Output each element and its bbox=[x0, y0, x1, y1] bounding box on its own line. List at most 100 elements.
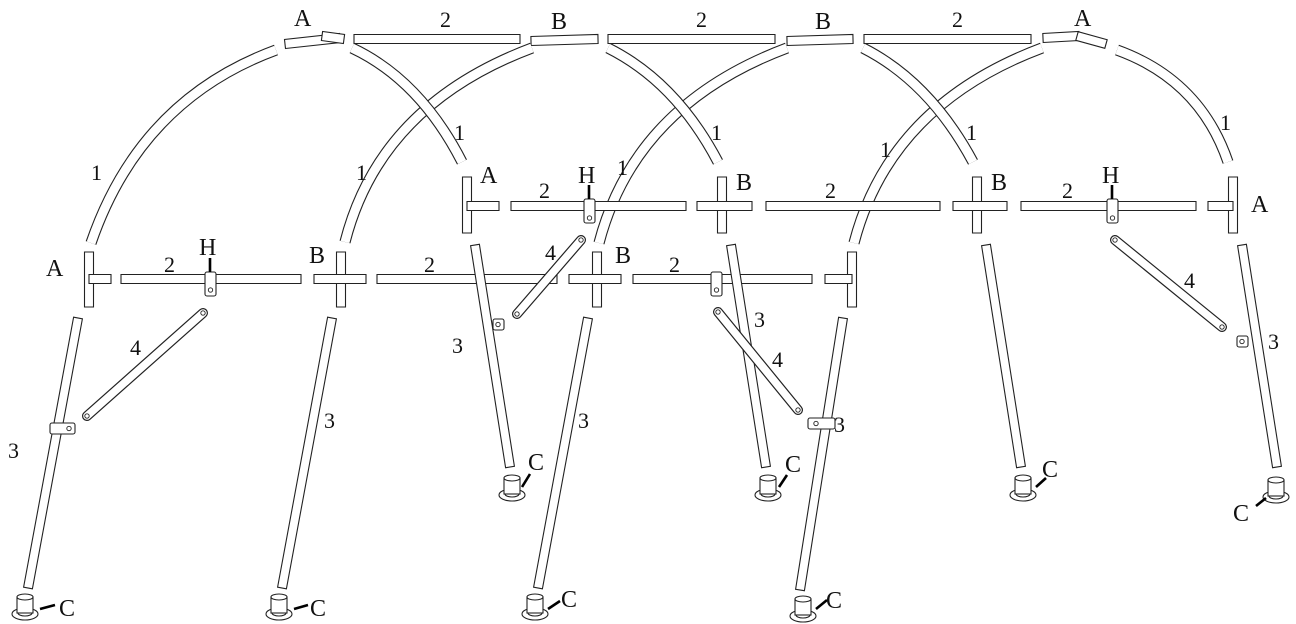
arch-tube-1-rear bbox=[605, 42, 723, 165]
ridge-connector-b bbox=[530, 33, 599, 47]
label-1: 1 bbox=[711, 120, 722, 145]
ground-plate-c bbox=[521, 593, 549, 621]
front-connector-a-arm bbox=[88, 273, 112, 285]
rear-leg-tube-3 bbox=[1236, 243, 1283, 469]
arch-tube-1 bbox=[593, 42, 789, 245]
label-3: 3 bbox=[452, 333, 463, 358]
clamp bbox=[710, 271, 723, 297]
label-3: 3 bbox=[754, 307, 765, 332]
leader-c bbox=[39, 603, 56, 611]
label-b: B bbox=[309, 243, 325, 269]
rear-eave-tube-2 bbox=[510, 200, 687, 212]
label-c: C bbox=[59, 596, 75, 622]
front-connector-b-arm bbox=[313, 273, 367, 285]
label-a: A bbox=[294, 6, 312, 32]
frame-parts bbox=[11, 30, 1290, 623]
label-2: 2 bbox=[1062, 178, 1073, 203]
label-b: B bbox=[815, 9, 831, 35]
label-c: C bbox=[1042, 457, 1058, 483]
ridge-connector-b bbox=[786, 33, 854, 47]
label-4: 4 bbox=[1184, 268, 1195, 293]
ground-plate-c bbox=[498, 474, 526, 502]
label-a: A bbox=[1251, 192, 1269, 218]
label-h: H bbox=[1102, 163, 1119, 189]
arch-tube-1-rear bbox=[860, 43, 978, 165]
arch-tube-1-rear bbox=[349, 42, 467, 165]
leader-c bbox=[547, 599, 561, 611]
leg-clamp bbox=[1236, 335, 1249, 348]
label-3: 3 bbox=[834, 412, 845, 437]
ground-plate-c bbox=[789, 595, 817, 623]
rear-connector-b-arm bbox=[696, 200, 753, 212]
label-2: 2 bbox=[825, 178, 836, 203]
label-h: H bbox=[578, 163, 595, 189]
ridge-tube-2 bbox=[863, 33, 1032, 45]
label-2: 2 bbox=[539, 178, 550, 203]
label-4: 4 bbox=[545, 240, 556, 265]
label-b: B bbox=[736, 170, 752, 196]
h-clip bbox=[1106, 198, 1119, 224]
label-1: 1 bbox=[91, 160, 102, 185]
h-clip bbox=[204, 271, 217, 297]
label-4: 4 bbox=[772, 347, 783, 372]
front-eave-tube-2 bbox=[376, 273, 558, 285]
label-1: 1 bbox=[880, 137, 891, 162]
label-c: C bbox=[561, 587, 577, 613]
diagonal-brace-4 bbox=[512, 235, 586, 319]
rear-leg-tube-3 bbox=[469, 243, 516, 469]
label-b: B bbox=[615, 243, 631, 269]
front-leg-tube-3 bbox=[22, 316, 84, 590]
leg-clamp bbox=[492, 318, 505, 331]
ground-plate-c bbox=[754, 474, 782, 502]
label-a: A bbox=[46, 256, 64, 282]
ground-plate-c bbox=[11, 593, 39, 621]
leader-c bbox=[815, 598, 828, 611]
label-4: 4 bbox=[130, 335, 141, 360]
rear-connector-b-arm bbox=[952, 200, 1008, 212]
label-2: 2 bbox=[440, 7, 451, 32]
arch-tube-1 bbox=[1115, 44, 1234, 164]
leg-clamp bbox=[49, 422, 76, 435]
diagonal-brace-4 bbox=[713, 307, 803, 415]
ground-plate-c bbox=[1262, 476, 1290, 504]
leader-c bbox=[520, 473, 532, 488]
ridge-connector-a-right-end bbox=[1075, 31, 1108, 49]
diagonal-brace-4 bbox=[82, 308, 208, 421]
ridge-connector-a-left-end bbox=[320, 30, 346, 45]
rear-eave-tube-2 bbox=[765, 200, 941, 212]
label-b: B bbox=[991, 170, 1007, 196]
label-1: 1 bbox=[454, 120, 465, 145]
h-clip bbox=[583, 198, 596, 224]
front-leg-tube-3 bbox=[532, 316, 594, 590]
label-3: 3 bbox=[1268, 329, 1279, 354]
ridge-tube-2 bbox=[607, 33, 776, 45]
label-a: A bbox=[1074, 6, 1092, 32]
front-connector-b-arm bbox=[568, 273, 622, 285]
front-leg-tube-3 bbox=[794, 316, 849, 592]
label-3: 3 bbox=[578, 408, 589, 433]
label-a: A bbox=[480, 163, 498, 189]
label-c: C bbox=[785, 452, 801, 478]
label-1: 1 bbox=[966, 120, 977, 145]
label-2: 2 bbox=[424, 252, 435, 277]
label-2: 2 bbox=[164, 252, 175, 277]
label-b: B bbox=[551, 9, 567, 35]
rear-connector-a-arm bbox=[1207, 200, 1234, 212]
label-1: 1 bbox=[617, 155, 628, 180]
ground-plate-c bbox=[1009, 474, 1037, 502]
label-2: 2 bbox=[669, 252, 680, 277]
label-c: C bbox=[826, 588, 842, 614]
leader-c bbox=[293, 603, 309, 611]
leader-c bbox=[1255, 496, 1267, 508]
rear-leg-tube-3 bbox=[980, 243, 1027, 469]
label-3: 3 bbox=[324, 408, 335, 433]
label-1: 1 bbox=[1220, 110, 1231, 135]
leader-c bbox=[777, 474, 789, 488]
label-c: C bbox=[528, 450, 544, 476]
rear-connector-a-arm bbox=[466, 200, 500, 212]
front-connector-a-arm bbox=[824, 273, 853, 285]
label-c: C bbox=[310, 596, 326, 622]
ground-plate-c bbox=[265, 593, 293, 621]
label-3: 3 bbox=[8, 438, 19, 463]
